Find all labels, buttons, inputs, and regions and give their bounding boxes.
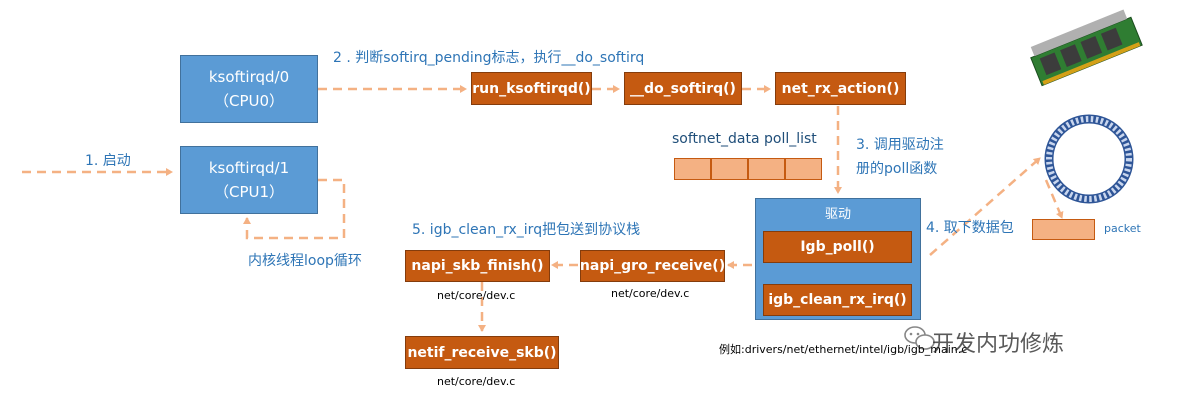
arrow-loop [243, 178, 346, 240]
poll-list-cell [785, 158, 822, 180]
poll-list-cell [748, 158, 785, 180]
dev-path-gro: net/core/dev.c [611, 287, 690, 300]
arrow-driver-to-ring [929, 157, 1041, 256]
label-step3-line1: 3. 调用驱动注 [856, 137, 944, 153]
napi-skb-finish-box: napi_skb_finish() [405, 250, 550, 282]
watermark-text: 开发内功修炼 [932, 332, 1065, 357]
ksoftirqd1-box: ksoftirqd/1 （CPU1） [180, 146, 318, 214]
netif-receive-skb-box: netif_receive_skb() [405, 336, 559, 369]
ksoftirqd1-name: ksoftirqd/1 [208, 159, 290, 177]
label-loop: 内核线程loop循环 [248, 253, 362, 269]
driver-path: 例如:drivers/net/ethernet/intel/igb/igb_ma… [719, 343, 968, 356]
driver-title: 驱动 [824, 207, 851, 222]
ksoftirqd0-cpu: （CPU0） [213, 92, 285, 110]
label-softnet: softnet_data poll_list [672, 131, 817, 147]
ksoftirqd0-name: ksoftirqd/0 [208, 68, 290, 86]
igb-poll-box: Igb_poll() [763, 231, 912, 263]
run-ksoftirqd-box: run_ksoftirqd() [471, 72, 592, 105]
ring-buffer-icon [1044, 114, 1134, 204]
arrow-ring-to-packet [1044, 179, 1064, 219]
label-step2: 2 . 判断softirq_pending标志，执行__do_softirq [333, 50, 645, 66]
label-step4: 4. 取下数据包 [926, 220, 1014, 236]
label-step5: 5. igb_clean_rx_irq把包送到协议栈 [412, 222, 641, 238]
label-start: 1. 启动 [85, 153, 131, 169]
label-packet: packet [1104, 222, 1141, 235]
dev-path-netif: net/core/dev.c [437, 375, 516, 388]
ksoftirqd1-cpu: （CPU1） [213, 183, 285, 201]
ksoftirqd0-box: ksoftirqd/0 （CPU0） [180, 55, 318, 123]
label-step3-line2: 册的poll函数 [856, 161, 938, 177]
packet-box [1032, 219, 1095, 240]
napi-gro-receive-box: napi_gro_receive() [580, 250, 725, 282]
wechat-icon [904, 326, 935, 350]
dev-path-finish: net/core/dev.c [437, 289, 516, 302]
net-rx-action-box: net_rx_action() [775, 72, 906, 105]
do-softirq-box: __do_softirq() [624, 72, 742, 105]
poll-list-cell [674, 158, 711, 180]
igb-clean-rx-irq-box: igb_clean_rx_irq() [763, 284, 912, 316]
poll-list-cell [711, 158, 748, 180]
memory-module-icon [1030, 9, 1143, 87]
